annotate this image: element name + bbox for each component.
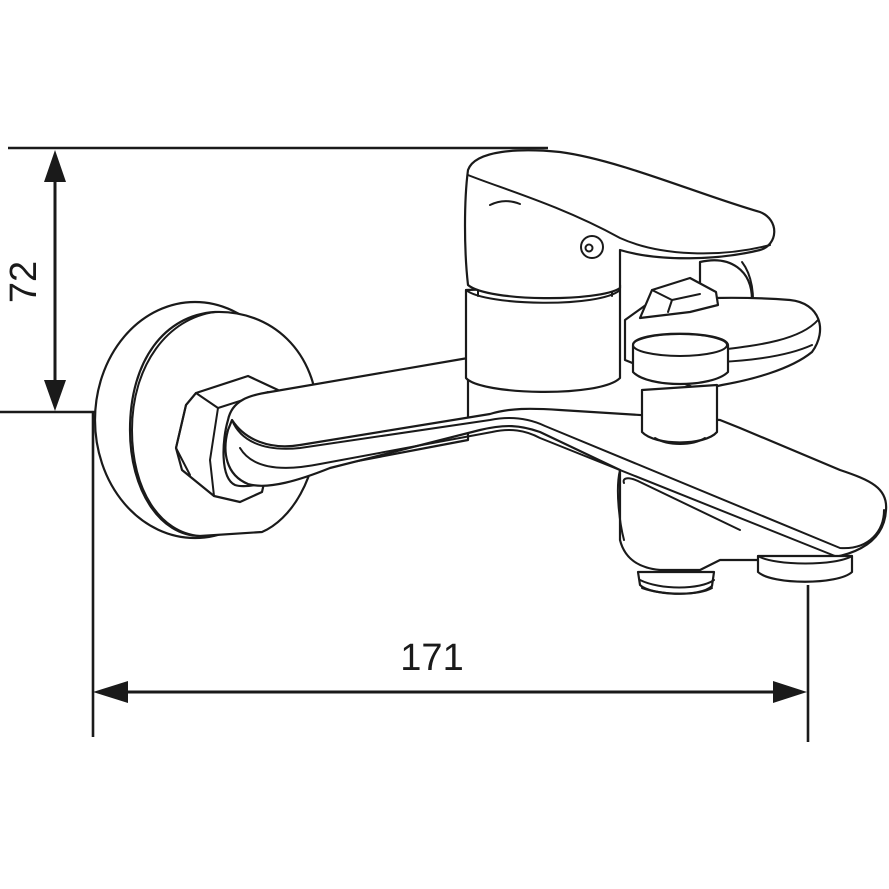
- cartridge-housing: [464, 282, 622, 393]
- spout: [224, 407, 888, 572]
- arrow-up-icon: [44, 150, 66, 182]
- shower-outlet: [636, 570, 716, 595]
- lever-screw-icon: [580, 235, 604, 259]
- faucet-illustration: [93, 149, 888, 595]
- aerator-outlet: [756, 554, 854, 583]
- arrow-down-icon: [44, 380, 66, 411]
- arrow-right-icon: [773, 681, 807, 703]
- height-dimension-label: 72: [3, 261, 45, 303]
- width-dimension: 171: [91, 412, 810, 742]
- width-dimension-label: 171: [400, 637, 463, 679]
- height-dimension: 72: [0, 146, 548, 414]
- arrow-left-icon: [93, 681, 128, 703]
- lever-handle[interactable]: [463, 149, 776, 300]
- diverter-knob[interactable]: [631, 332, 730, 445]
- hex-nut-right: [638, 276, 720, 320]
